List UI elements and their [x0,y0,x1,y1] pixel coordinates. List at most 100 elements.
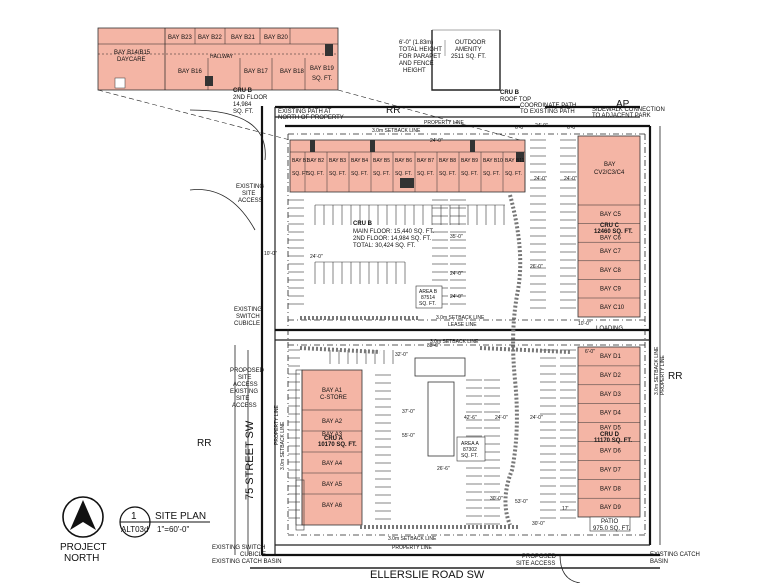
area-b-label: AREA B [419,289,438,295]
existing-switch-label: SWITCH [236,314,260,320]
cru-c-bay-label: BAY C5 [600,212,621,218]
setback-label: 3.0m SETBACK LINE [436,315,485,321]
project-north-label: PROJECT [60,542,107,553]
cru-b-bay-label: BAY B5 [373,158,390,164]
cru-b-bay-sqft: SQ. FT. [395,171,412,177]
existing-switch-label: EXISTING [234,307,262,313]
site-plan-scale: 1"=60'-0" [157,525,190,534]
existing-catch-basin-right: BASIN [650,559,668,565]
area-a-tag: AREA A 87302 SQ. FT. [456,436,486,462]
hallway-label: HALLWAY [210,54,234,60]
property-line-label: PROPERTY LINE [392,545,432,551]
north-arrow: PROJECT NORTH [60,496,107,564]
dimension-label: 37'-0" [402,409,415,415]
cru-a-building: BAY A1 C-STORE CRU A 10170 SQ. FT. BAY A… [295,369,363,526]
existing-site-access-label: SITE [242,191,255,197]
project-north-label: NORTH [64,553,99,564]
road-label: ELLERSLIE ROAD SW [370,569,485,581]
cru-b-bay-sqft: SQ. FT. [292,171,309,177]
mezz-bay-label: BAY B19 [310,66,334,72]
setback-left-label: 3.0m SETBACK LINE [280,421,286,470]
cru-b-bay-label: BAY B9 [461,158,478,164]
cru-b-bay-label: BAY B3 [329,158,346,164]
bay-a1-label: BAY A1 [322,388,343,394]
cru-b-main-label: CRU B [353,221,373,227]
mezz-cru-label: CRU B [233,88,253,94]
cru-b-bay-label: BAY B7 [417,158,434,164]
cru-c-top-bay: BAY [604,162,616,168]
cru-a-label: CRU A [324,436,343,442]
dimension-label: 24'-0" [564,176,577,182]
cru-b-bay-sqft: SQ. FT. [417,171,434,177]
dimension-label: 26'-0" [530,264,543,270]
mezz-bay-label: BAY B22 [198,35,222,41]
cru-b-bay-label: BAY B6 [395,158,412,164]
dimension-label: 17' [562,506,569,512]
cru-b-bay-label: BAY B1 [292,158,309,164]
dimension-label: 6'-0" [515,125,525,131]
cru-a-bay-label: BAY A5 [322,482,343,488]
cru-b-bay-sqft: SQ. FT. [461,171,478,177]
cru-b-second-floor-plan: BAY B14/B15 DAYCARE BAY B23 BAY B22 BAY … [97,27,339,115]
cru-d-area: 11170 SQ. FT. [594,438,632,444]
cru-d-bay-label: BAY D7 [600,467,621,473]
property-line-label: PROPERTY LINE [424,120,464,126]
existing-switch-bottom-label: CUBICLE [240,552,266,558]
dimension-label: 53'-0" [515,499,528,505]
proposed-site-access-label: PROPOSED [230,368,265,374]
cru-a-bay-label: BAY A2 [322,419,343,425]
cru-c-label: CRU C [600,223,620,229]
cru-b-bay-sqft: SQ. FT. [307,171,324,177]
cru-a-area: 10170 SQ. FT. [318,442,357,448]
existing-switch-label: CUBICLE [234,321,260,327]
dimension-labels: 24'-0"24'-0"6'-0"6'-0"24'-0"24'-0"10'-0"… [264,123,595,527]
outdoor-amenity-label: OUTDOOR [455,40,486,46]
cru-a-bay-label: BAY A4 [322,461,343,467]
area-b-tag: AREA B 87514 SQ. FT. [415,285,443,309]
sidewalk-label: SIDEWALK CONNECTION [592,107,665,113]
ap-label: AP [616,99,630,110]
mezz-bay-label: BAY B20 [264,35,288,41]
dimension-label: 24'-0" [495,415,508,421]
mezz-bay-label: BAY B18 [280,69,304,75]
site-boundary [189,105,661,583]
cru-a-bay-label: BAY A3 [322,432,343,438]
street-label: 75 STREET SW [244,420,256,500]
existing-path-label: EXISTING PATH AT [278,109,332,115]
dimension-label: 6'-0" [585,349,595,355]
cru-d-bay-label: BAY D3 [600,392,621,398]
sidewalk-label: TO ADJACENT PARK [592,113,651,119]
cru-b-bay-sqft: SQ. FT. [351,171,368,177]
mezz-bay-label: BAY B21 [231,35,255,41]
dimension-label: 42'-6" [464,415,477,421]
mezz-bay-label: BAY B23 [168,35,192,41]
existing-path-label: NORTH OF PROPERTY [278,115,344,121]
rr-right-label: RR [668,371,682,382]
daycare-bay-label: BAY B14/B15 [114,50,151,56]
cstore-label: C-STORE [320,395,347,401]
dimension-label: 30'-0" [490,496,503,502]
dimension-label: 10'-0" [578,321,591,327]
dimension-label: 30'-0" [532,521,545,527]
roof-top-outline: OUTDOOR AMENITY 2511 SQ. FT. 6'-0" (1.83… [399,29,531,103]
existing-site-access-label: EXISTING [230,389,258,395]
site-plan-number: 1 [131,511,137,522]
parapet-note: 6'-0" (1.83m) [399,40,433,46]
existing-catch-basin-right: EXISTING CATCH [650,552,700,558]
loading-label: LOADING [596,326,623,332]
existing-site-access-label: EXISTING [236,184,264,190]
parapet-note: HEIGHT [403,68,426,74]
cru-b-second-floor: 2ND FLOOR: 14,984 SQ. FT. [353,236,431,242]
cru-c-area: 12460 SQ. FT. [594,229,633,235]
setback-label: 3.0m SETBACK LINE [430,339,479,345]
dimension-label: 24'-0" [535,123,548,129]
cru-c-top-bays: CV2/C3/C4 [594,170,625,176]
parking-area [288,139,576,525]
dimension-label: 26'-6" [437,466,450,472]
cru-b-bay-sqft: SQ. FT. [373,171,390,177]
existing-site-access-label: SITE [236,396,249,402]
cru-b-main-floor: MAIN FLOOR: 15,440 SQ. FT. [353,229,434,235]
proposed-site-access-label: SITE [238,375,251,381]
